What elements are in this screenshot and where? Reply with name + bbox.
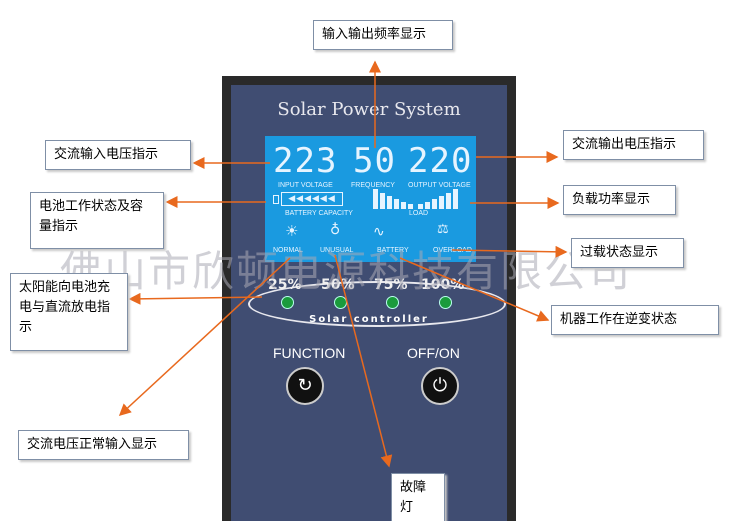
overload-icon: ⚖ — [437, 222, 449, 237]
refresh-icon: ↻ — [297, 375, 313, 396]
input-voltage-value: 223 — [273, 141, 338, 181]
arrow-overload — [451, 245, 568, 258]
lcd-screen: 223 50 220 INPUT VOLTAGE FREQUENCY OUTPU… — [265, 136, 476, 262]
annotation-input-voltage: 交流输入电压指示 — [45, 140, 191, 170]
status-battery: BATTERY — [377, 247, 409, 254]
battery-capacity-label: BATTERY CAPACITY — [285, 210, 353, 217]
annotation-load: 负载功率显示 — [563, 185, 676, 215]
device-title: Solar Power System — [277, 99, 461, 120]
arrow-solar — [128, 292, 263, 305]
load-bars-icon — [373, 189, 458, 209]
frequency-value: 50 — [353, 141, 396, 181]
normal-sun-icon: ☀ — [285, 222, 299, 240]
led-25 — [281, 296, 294, 309]
frequency-label: FREQUENCY — [351, 182, 395, 189]
controller-label: Solar controller — [309, 314, 429, 325]
annotation-ac-normal: 交流电压正常输入显示 — [18, 430, 189, 460]
function-label: FUNCTION — [273, 345, 346, 361]
status-unusual: UNUSUAL — [320, 247, 354, 254]
power-icon: ⏻ — [432, 375, 448, 396]
device-panel: Solar Power System 223 50 220 INPUT VOLT… — [231, 85, 507, 521]
arrow-ac-normal — [118, 257, 291, 417]
led-75 — [386, 296, 399, 309]
annotation-fault: 故障灯 — [391, 473, 445, 521]
arrow-fault — [334, 254, 393, 468]
percent-75: 75% — [374, 277, 408, 293]
unusual-bulb-icon: ♁ — [330, 222, 341, 238]
load-label: LOAD — [409, 210, 429, 217]
output-voltage-value: 220 — [408, 141, 473, 181]
arrow-inverter — [399, 257, 550, 322]
battery-icon: ◀◀◀◀◀◀ — [273, 192, 343, 206]
status-normal: NORMAL — [273, 247, 303, 254]
annotation-frequency: 输入输出频率显示 — [313, 20, 453, 50]
input-voltage-label: INPUT VOLTAGE — [278, 182, 333, 189]
controller-ellipse — [248, 281, 506, 327]
battery-wave-icon: ∿ — [373, 224, 385, 240]
annotation-overload: 过载状态显示 — [571, 238, 684, 268]
output-voltage-label: OUTPUT VOLTAGE — [408, 182, 471, 189]
annotation-solar: 太阳能向电池充电与直流放电指示 — [10, 273, 128, 351]
annotation-output-voltage: 交流输出电压指示 — [563, 130, 704, 160]
power-button[interactable]: ⏻ — [421, 367, 459, 405]
percent-25: 25% — [268, 277, 302, 293]
function-button[interactable]: ↻ — [286, 367, 324, 405]
percent-50: 50% — [321, 277, 355, 293]
offon-label: OFF/ON — [407, 345, 460, 361]
led-100 — [439, 296, 452, 309]
annotation-battery: 电池工作状态及容量指示 — [30, 192, 164, 249]
annotation-inverter: 机器工作在逆变状态 — [551, 305, 719, 335]
